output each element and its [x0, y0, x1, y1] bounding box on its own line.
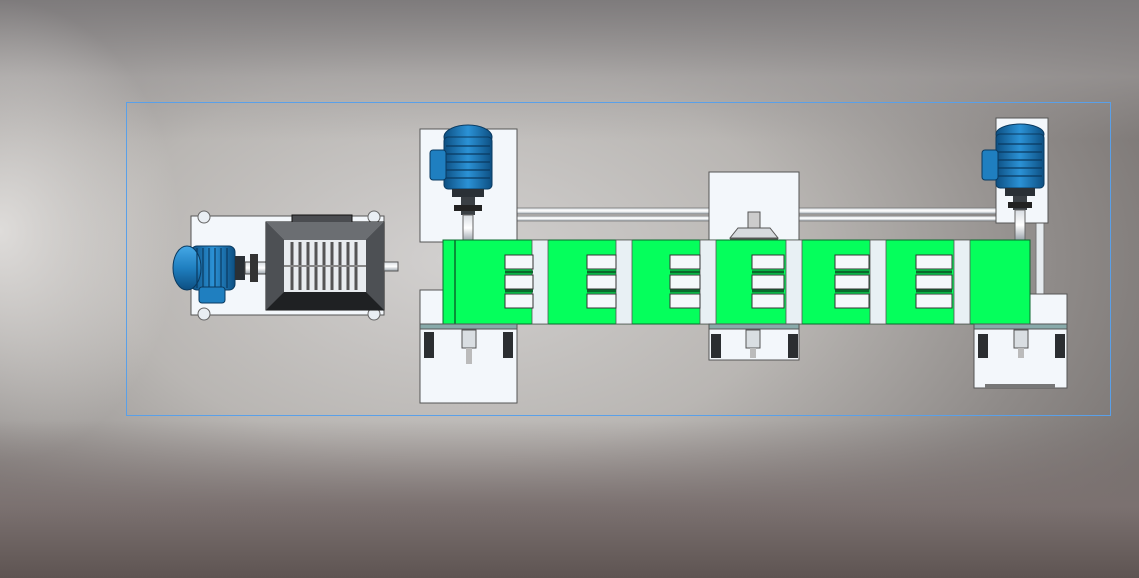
roller-frame [869, 239, 887, 325]
output-shaft [383, 261, 399, 272]
electric-motor-icon [172, 245, 245, 304]
selection-bounding-box[interactable] [126, 102, 1111, 416]
electric-motor-icon [429, 124, 493, 242]
mount-foot [367, 210, 381, 224]
electric-motor-icon [981, 123, 1045, 241]
background-bottom-gradient [0, 420, 1139, 578]
bottom-supports [419, 323, 1068, 388]
roller-frame [531, 239, 549, 325]
shredder-unit[interactable] [172, 210, 399, 321]
roller-frame [785, 239, 803, 325]
roller-frame [953, 239, 971, 325]
roller-frame [699, 239, 717, 325]
conveyor-frame[interactable] [419, 117, 1068, 404]
green-conveyor[interactable] [442, 239, 1031, 325]
mount-foot [197, 210, 211, 224]
mount-foot [197, 307, 211, 321]
coupling [250, 254, 258, 282]
shredder-icon [265, 214, 385, 311]
roller-frame [615, 239, 633, 325]
